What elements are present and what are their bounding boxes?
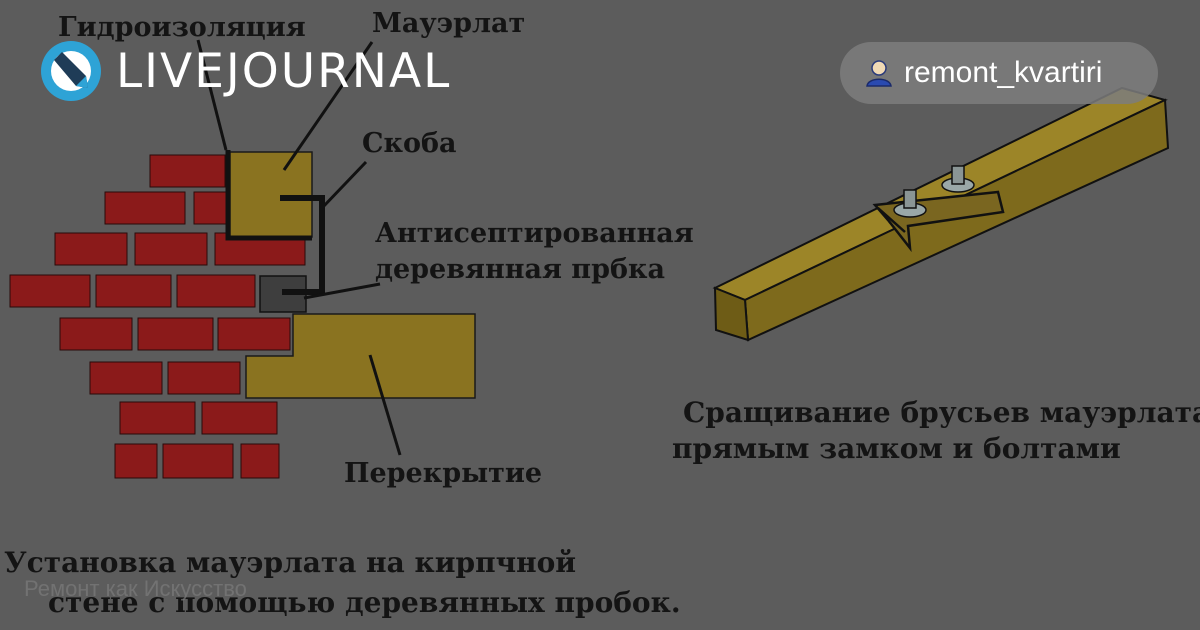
floor-slab [245, 313, 476, 399]
label-plug-line2: деревянная прбка [375, 254, 665, 285]
brick [95, 274, 172, 308]
brick [137, 317, 214, 351]
brick [54, 232, 128, 266]
label-waterproofing: Гидроизоляция [58, 12, 306, 43]
brick [119, 401, 196, 435]
brand-name: LIVEJOURNAL [116, 43, 452, 99]
brick [9, 274, 91, 308]
brick [167, 361, 241, 395]
livejournal-brand[interactable]: LIVEJOURNAL [40, 40, 451, 102]
brick [89, 361, 163, 395]
brick [104, 191, 186, 225]
brick [217, 317, 291, 351]
label-mauerlat: Мауэрлат [372, 8, 525, 39]
user-icon [866, 60, 892, 87]
mauerlat-beam [229, 151, 313, 238]
watermark: Ремонт как Искусство [24, 576, 247, 601]
brick [240, 443, 280, 479]
username: remont_kvartiri [904, 56, 1103, 89]
brick [134, 232, 208, 266]
brick [114, 443, 158, 479]
livejournal-pencil-icon [41, 41, 101, 101]
label-floor: Перекрытие [344, 458, 542, 489]
brick [193, 191, 227, 225]
bracket [280, 195, 325, 295]
bolt [941, 165, 975, 193]
bolt [893, 189, 927, 218]
caption-left-line1: Установка мауэрлата на кирпчной [4, 546, 576, 579]
label-bracket: Скоба [362, 128, 457, 159]
label-plug-line1: Антисептированная [375, 218, 694, 249]
brick [59, 317, 133, 351]
user-pill[interactable]: remont_kvartiri [840, 42, 1158, 104]
brick [201, 401, 278, 435]
brick [176, 274, 256, 308]
caption-right-line1: Сращивание брусьев мауэрлата [683, 396, 1200, 429]
waterproofing-layer [225, 150, 312, 241]
brick [149, 154, 226, 188]
caption-left-line2: стене с помощью деревянных пробок. [48, 586, 681, 619]
leader-lines [196, 39, 402, 456]
caption-right-line2: прямым замком и болтами [672, 432, 1121, 465]
joined-beams [712, 86, 1170, 342]
brick [162, 443, 234, 479]
